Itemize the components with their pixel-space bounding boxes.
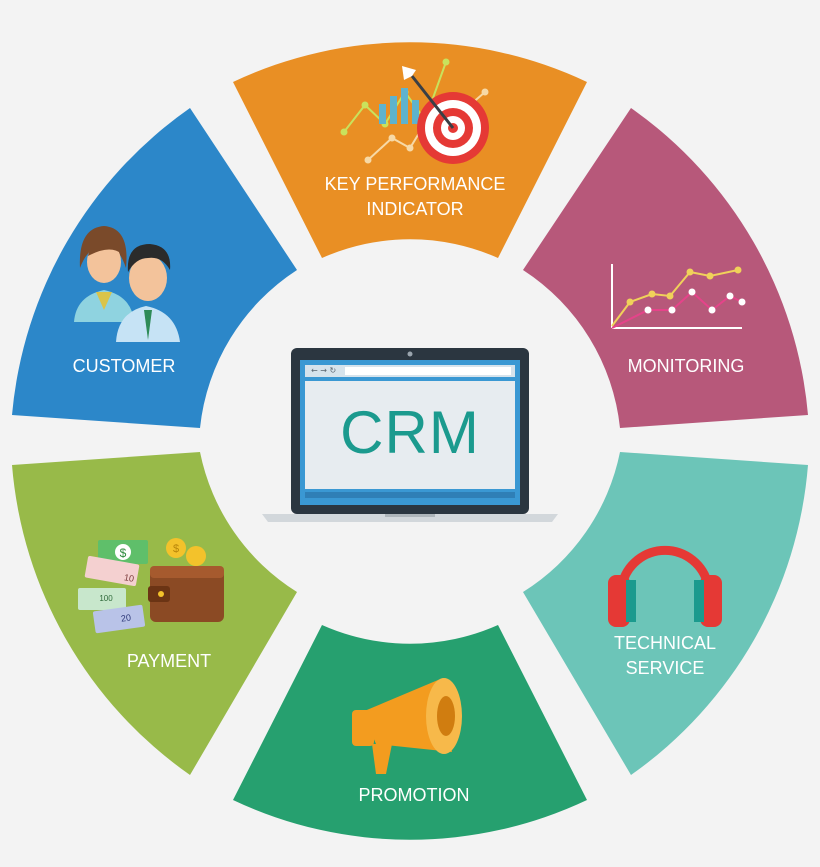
wallet-money-icon: $ 10 100 20 $ [78, 538, 224, 634]
label-technical: TECHNICAL SERVICE [614, 631, 716, 681]
label-customer: CUSTOMER [73, 354, 176, 379]
label-kpi-line1: KEY PERFORMANCE [324, 174, 506, 194]
label-payment: PAYMENT [127, 649, 211, 674]
note-10: 10 [123, 572, 135, 584]
label-payment-line1: PAYMENT [126, 651, 212, 671]
laptop-icon [262, 348, 558, 522]
label-monitoring: MONITORING [628, 354, 745, 379]
kpi-target-icon [340, 58, 489, 164]
line-chart-icon [611, 264, 746, 329]
label-promotion-line1: PROMOTION [358, 785, 470, 805]
label-technical-line1: TECHNICAL [613, 633, 717, 653]
segment-technical [523, 452, 808, 775]
label-kpi: KEY PERFORMANCE INDICATOR [325, 172, 506, 222]
label-promotion: PROMOTION [359, 783, 470, 808]
label-monitoring-line1: MONITORING [627, 356, 745, 376]
headphones-icon [608, 545, 722, 627]
customers-icon [74, 226, 180, 342]
label-technical-line2: SERVICE [625, 658, 705, 678]
label-kpi-line2: INDICATOR [366, 199, 464, 219]
coin-symbol: $ [173, 543, 179, 555]
note-20: 20 [120, 612, 131, 623]
label-customer-line1: CUSTOMER [72, 356, 176, 376]
note-100: 100 [99, 594, 113, 603]
megaphone-icon [352, 678, 462, 774]
segment-monitoring [523, 108, 808, 428]
crm-title: CRM [340, 399, 480, 466]
browser-nav: ← → ↻ [311, 366, 337, 375]
bill-symbol: $ [120, 546, 127, 560]
